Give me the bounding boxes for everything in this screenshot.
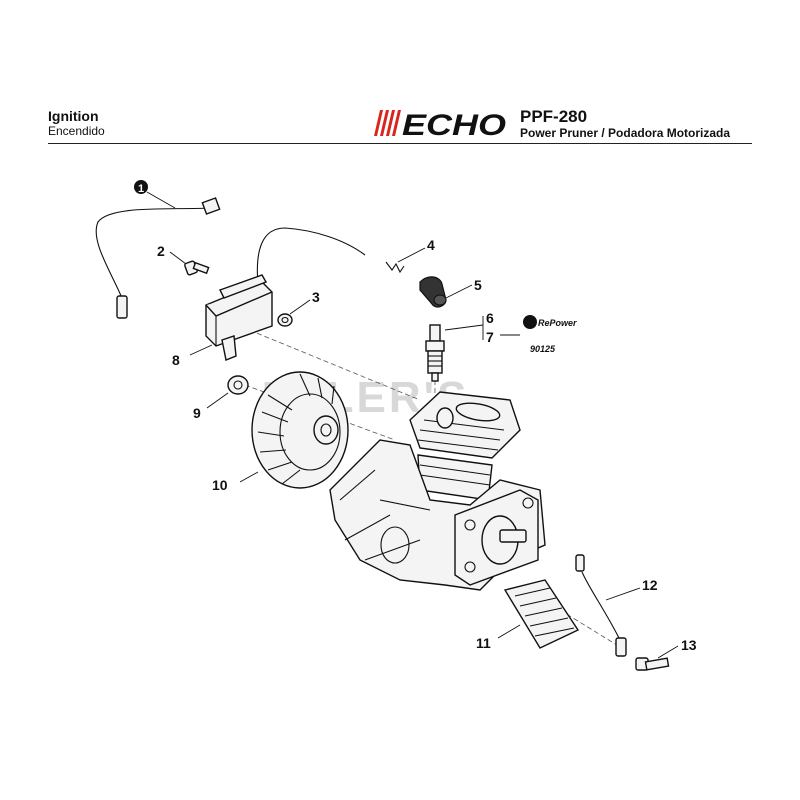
model-description: Power Pruner / Podadora Motorizada [520,126,731,140]
callout-11: 11 [476,635,491,651]
callout-12: 12 [642,577,658,593]
part-washer [277,313,293,327]
brand-wordmark: ECHO [402,109,506,138]
part-spring [385,261,405,274]
part-ground-wire [95,197,221,319]
part-spark-plug [425,324,445,382]
callout-8: 8 [172,352,180,368]
header-divider [48,143,752,144]
callout-4: 4 [427,237,435,253]
page-header-left: Ignition Encendido [48,108,105,139]
part-washer-hole [281,316,289,324]
callout-2: 2 [157,243,165,259]
repower-part-number: 90125 [530,344,556,354]
part-lead-wire [575,554,627,657]
part-engine-assembly [329,391,546,591]
callout-6: 6 [486,310,494,326]
callout-5: 5 [474,277,482,293]
part-nut [227,375,249,395]
part-bolt-13 [635,657,670,671]
page-title: Ignition [48,108,99,124]
leader-lines [146,191,679,659]
part-ignition-coil [205,227,366,361]
part-flywheel [251,371,349,489]
callout-3: 3 [312,289,320,305]
callout-1: 1 [138,183,144,195]
callout-13: 13 [681,637,697,653]
page-subtitle: Encendido [48,124,105,138]
callout-7: 7 [486,329,494,345]
model-number: PPF-280 [520,107,588,126]
part-ignition-module [503,579,580,649]
page-header-right: PPF-280 Power Pruner / Podadora Motoriza… [520,108,730,141]
repower-badge: RePower 90125 [500,315,577,354]
callout-1-dot [134,180,148,194]
part-screw-2 [184,260,210,276]
part-plug-cap [419,276,447,308]
echo-logo: ECHO [374,109,506,138]
callout-10: 10 [212,477,228,493]
repower-label: RePower [538,318,577,328]
callout-labels: 1 2 3 4 5 6 7 8 9 10 11 12 13 [134,180,697,653]
assembly-line-module [559,609,626,651]
callout-9: 9 [193,405,201,421]
